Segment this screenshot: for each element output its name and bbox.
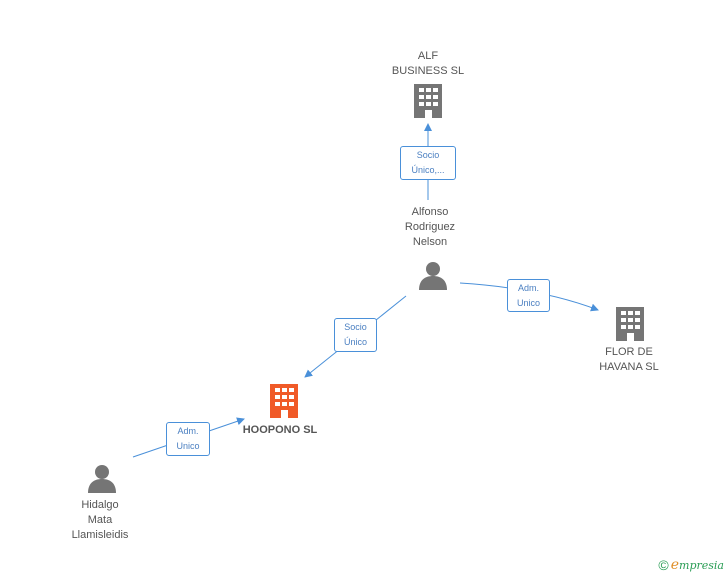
node-label-alf-business[interactable]: ALF BUSINESS SL — [378, 49, 478, 79]
edge-label-line: Unico — [516, 298, 540, 308]
building-icon[interactable] — [414, 84, 442, 118]
edge-label-line: Socio — [344, 322, 367, 332]
node-label-line: HOOPONO SL — [242, 424, 318, 436]
node-label-line: Nelson — [412, 236, 448, 248]
empresia-watermark: ©empresia — [658, 557, 724, 573]
edge-label-hidalgo-to-hoopono[interactable]: Adm. Unico — [166, 422, 210, 456]
edge-label-line: Socio — [416, 150, 440, 160]
node-label-alfonso[interactable]: Alfonso Rodriguez Nelson — [383, 205, 477, 250]
edge-label-line: Adm. — [517, 283, 539, 293]
empresia-logo: empresia — [670, 557, 724, 573]
edge-label-alfonso-to-alf-business[interactable]: Socio Único,... — [400, 146, 456, 180]
node-label-line: Rodriguez — [404, 221, 456, 233]
node-label-line: ALF — [417, 50, 439, 62]
node-label-hidalgo[interactable]: Hidalgo Mata Llamisleidis — [52, 498, 148, 543]
edge-label-alfonso-to-hoopono[interactable]: Socio Único — [334, 318, 377, 352]
person-icon[interactable] — [419, 262, 447, 290]
node-label-flor-de-havana[interactable]: FLOR DE HAVANA SL — [583, 345, 675, 375]
edge-label-line: Único — [343, 337, 367, 347]
edge-label-alfonso-to-flor-de-havana[interactable]: Adm. Unico — [507, 279, 550, 312]
empresia-logo-text: mpresia — [679, 559, 724, 572]
edge-label-line: Unico — [176, 441, 200, 451]
node-label-line: BUSINESS SL — [391, 65, 465, 77]
node-label-line: Alfonso — [411, 206, 449, 218]
node-label-hoopono[interactable]: HOOPONO SL — [230, 423, 330, 438]
edge-label-line: Adm. — [177, 426, 199, 436]
node-label-line: Hidalgo — [81, 499, 119, 511]
node-label-line: FLOR DE — [605, 346, 653, 358]
empresia-logo-initial: e — [670, 557, 680, 573]
building-icon[interactable] — [616, 307, 644, 341]
node-label-line: Llamisleidis — [71, 529, 129, 541]
node-label-line: HAVANA SL — [599, 361, 659, 373]
node-label-line: Mata — [87, 514, 113, 526]
building-icon[interactable] — [270, 384, 298, 418]
person-icon[interactable] — [88, 465, 116, 493]
copyright-symbol: © — [658, 557, 669, 573]
edge-label-line: Único,... — [411, 165, 445, 175]
